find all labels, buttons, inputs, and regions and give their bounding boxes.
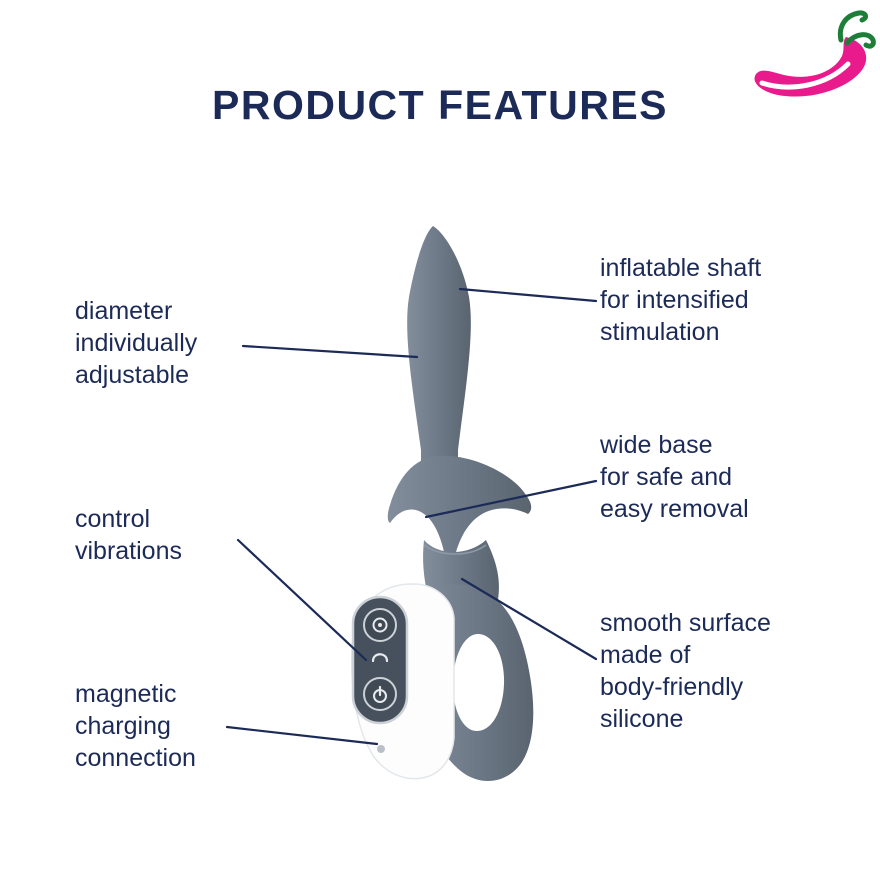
air-pulse-icon-dot <box>378 623 382 627</box>
pepper-swoosh <box>759 61 851 90</box>
label-magnetic-charging: magnetic charging connection <box>75 680 196 772</box>
page-title: PRODUCT FEATURES <box>211 82 669 128</box>
label-smooth-surface: smooth surface made of body-friendly sil… <box>600 609 771 733</box>
pepper-stem-left <box>837 10 869 43</box>
chili-pepper-logo <box>754 10 876 97</box>
pepper-body <box>754 37 867 97</box>
label-diameter-adjustable: diameter individually adjustable <box>75 297 198 389</box>
product-illustration <box>350 226 534 782</box>
pepper-stem-right <box>844 32 876 49</box>
callout-line-diameter <box>241 344 419 359</box>
label-control-vibrations: control vibrations <box>75 505 182 565</box>
callout-line-control <box>236 538 368 662</box>
product-tip-shaft <box>407 226 471 468</box>
label-wide-base: wide base for safe and easy removal <box>600 431 749 523</box>
callout-line-smooth <box>460 577 598 661</box>
neck-seam-highlight <box>423 544 487 555</box>
callout-lines <box>225 287 598 746</box>
callout-line-magnetic <box>225 725 379 746</box>
vibration-mode-icon <box>371 653 389 663</box>
label-inflatable-shaft: inflatable shaft for intensified stimula… <box>600 254 762 346</box>
air-pulse-icon <box>372 617 388 633</box>
product-neck <box>423 540 499 600</box>
callout-line-wide-base <box>424 479 598 519</box>
callout-line-inflatable <box>458 287 598 303</box>
charging-contact <box>377 745 385 753</box>
